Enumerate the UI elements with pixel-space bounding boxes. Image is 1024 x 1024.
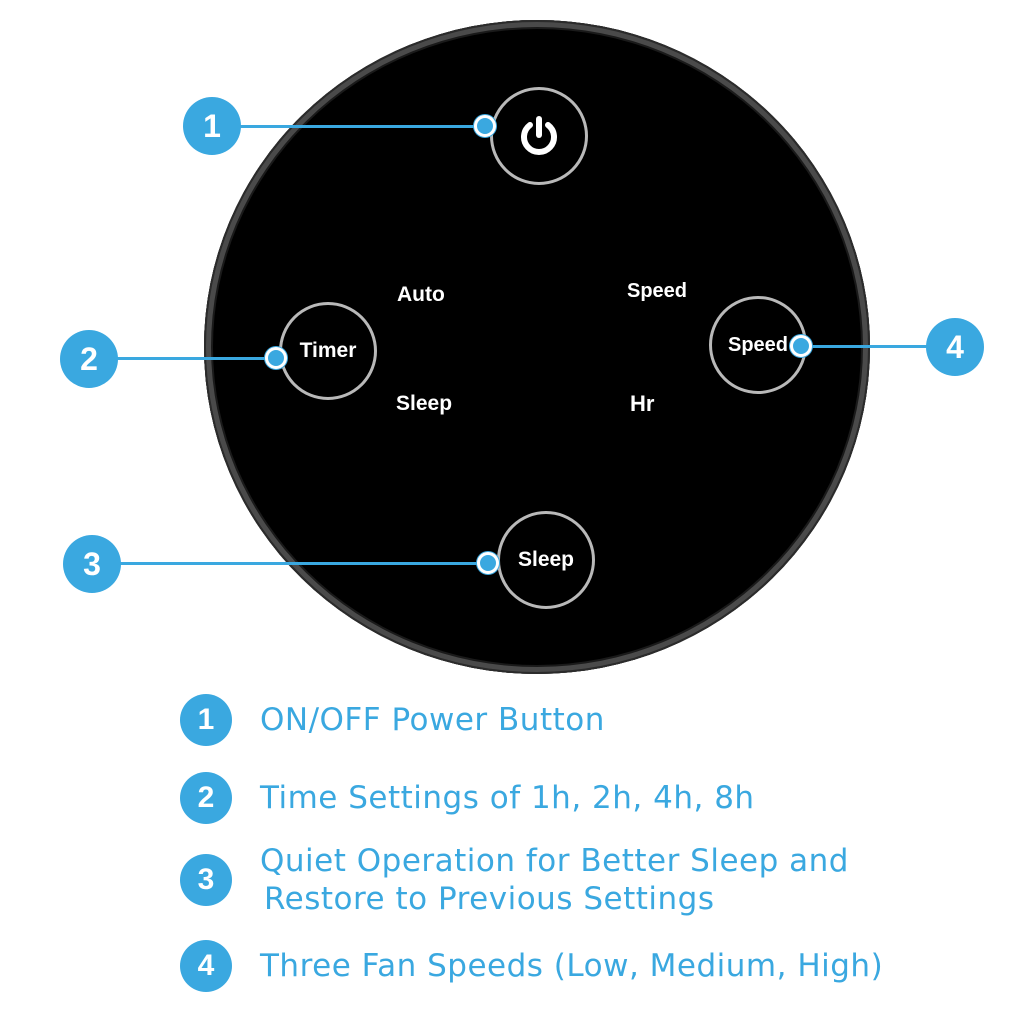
legend-text-3-line2: Restore to Previous Settings	[264, 881, 715, 917]
callout-line-1	[236, 125, 486, 128]
callout-dot-1	[474, 115, 496, 137]
callout-2: 2	[60, 330, 118, 388]
callout-line-2	[114, 357, 280, 360]
auto-indicator: Auto	[397, 283, 445, 306]
timer-button[interactable]: Timer	[279, 302, 377, 400]
callout-line-4	[800, 345, 930, 348]
legend-item-speed: 4 Three Fan Speeds (Low, Medium, High)	[180, 940, 883, 992]
speed-indicator: Speed	[627, 280, 688, 302]
legend-badge-3: 3	[180, 854, 232, 906]
legend-item-timer: 2 Time Settings of 1h, 2h, 4h, 8h	[180, 772, 755, 824]
legend-item-power: 1 ON/OFF Power Button	[180, 694, 605, 746]
sleep-button[interactable]: Sleep	[497, 511, 595, 609]
sleep-button-label: Sleep	[517, 548, 575, 571]
legend-text-2: Time Settings of 1h, 2h, 4h, 8h	[260, 780, 755, 816]
callout-line-3	[118, 562, 488, 565]
callout-dot-4	[790, 335, 812, 357]
legend-badge-2: 2	[180, 772, 232, 824]
callout-dot-3	[477, 552, 499, 574]
speed-button-label: Speed	[727, 333, 789, 356]
legend-text-3: Quiet Operation for Better Sleep and Res…	[260, 842, 849, 918]
callout-4: 4	[926, 318, 984, 376]
hr-indicator: Hr	[630, 391, 655, 416]
power-button[interactable]	[490, 87, 588, 185]
legend-text-3-line1: Quiet Operation for Better Sleep and	[260, 843, 849, 879]
legend-text-4: Three Fan Speeds (Low, Medium, High)	[260, 948, 884, 984]
timer-button-label: Timer	[299, 339, 357, 362]
callout-1: 1	[183, 97, 241, 155]
power-icon	[521, 116, 557, 155]
callout-3: 3	[63, 535, 121, 593]
legend-badge-1: 1	[180, 694, 232, 746]
legend-badge-4: 4	[180, 940, 232, 992]
legend-text-1: ON/OFF Power Button	[260, 702, 605, 738]
sleep-indicator: Sleep	[396, 392, 453, 415]
callout-dot-2	[265, 347, 287, 369]
legend-item-sleep: 3 Quiet Operation for Better Sleep and R…	[180, 842, 849, 918]
